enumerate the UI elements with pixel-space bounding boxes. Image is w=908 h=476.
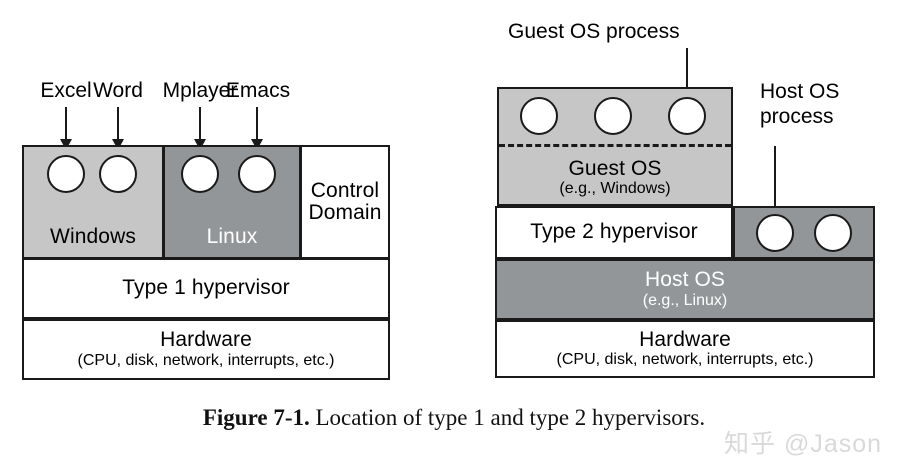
right-host-process-area: [733, 206, 875, 259]
right-hardware-title: Hardware: [639, 327, 731, 351]
right-host-os-subtitle: (e.g., Linux): [642, 291, 728, 309]
process-circle-word: [99, 155, 137, 193]
callout-guest-os-process: Guest OS process: [508, 20, 680, 43]
right-host-os: Host OS (e.g., Linux): [495, 259, 875, 320]
right-guest-os-subtitle: (e.g., Windows): [559, 180, 671, 198]
left-control-domain-label: Control Domain: [308, 178, 382, 224]
right-type2-hypervisor-label: Type 2 hypervisor: [530, 220, 698, 244]
guest-os-process-divider: [499, 144, 731, 147]
left-hardware-subtitle: (CPU, disk, network, interrupts, etc.): [77, 351, 335, 369]
left-hardware-title: Hardware: [160, 328, 252, 352]
process-circle-emacs: [238, 155, 276, 193]
process-label-word: Word: [93, 79, 143, 102]
host-process-circle-2: [814, 214, 852, 252]
right-hardware-subtitle: (CPU, disk, network, interrupts, etc.): [556, 351, 814, 369]
callout-host-os-process: Host OS process: [760, 80, 840, 128]
process-circle-mplayer: [181, 155, 219, 193]
guest-process-circle-3: [668, 97, 706, 135]
process-label-mplayer: Mplayer: [162, 79, 238, 102]
process-circle-excel: [47, 155, 85, 193]
host-process-circle-1: [756, 214, 794, 252]
guest-process-circle-2: [594, 97, 632, 135]
figure-caption-label: Figure 7-1.: [202, 405, 310, 430]
process-label-excel: Excel: [40, 79, 92, 102]
left-guest-windows-label: Windows: [50, 224, 136, 248]
right-type2-hypervisor: Type 2 hypervisor: [495, 206, 733, 259]
right-host-os-title: Host OS: [644, 268, 726, 292]
right-guest-os-title: Guest OS: [568, 156, 662, 180]
left-type1-hypervisor-label: Type 1 hypervisor: [122, 276, 290, 300]
right-hardware: Hardware (CPU, disk, network, interrupts…: [495, 320, 875, 378]
figure-caption: Figure 7-1. Location of type 1 and type …: [0, 405, 908, 431]
left-hardware: Hardware (CPU, disk, network, interrupts…: [22, 319, 390, 380]
process-label-emacs: Emacs: [225, 79, 291, 102]
left-guest-windows: Windows: [22, 145, 164, 259]
watermark: 知乎 @Jason: [724, 430, 883, 458]
figure-caption-text: Location of type 1 and type 2 hypervisor…: [315, 405, 706, 430]
left-guest-linux-label: Linux: [206, 224, 258, 248]
left-control-domain: Control Domain: [300, 145, 390, 259]
left-type1-hypervisor: Type 1 hypervisor: [22, 258, 390, 319]
guest-process-circle-1: [520, 97, 558, 135]
